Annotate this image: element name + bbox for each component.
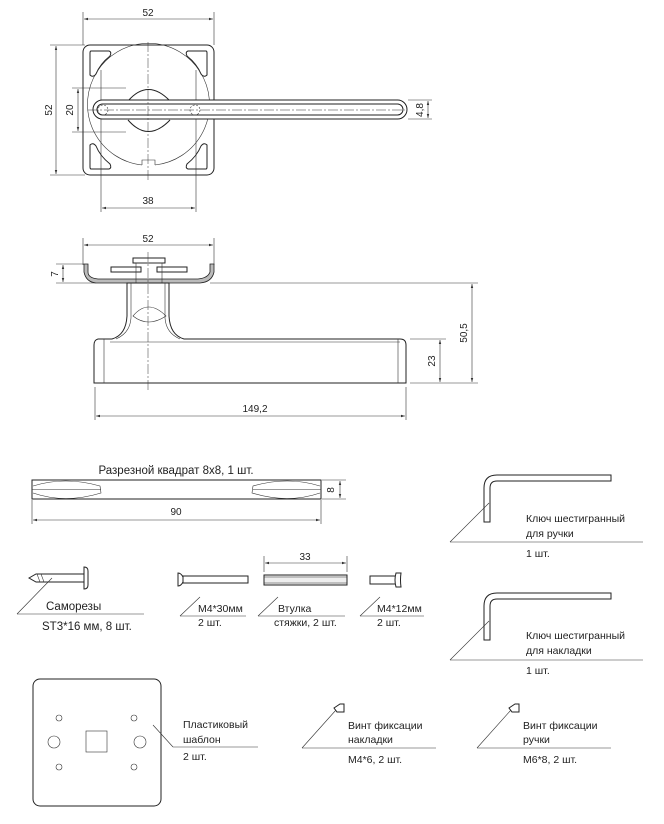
screw-head [83,566,89,590]
set-screw-handle-part: Винт фиксации ручки М6*8, 2 шт. [476,703,611,766]
lever-outline [92,99,408,120]
hex-key-handle-qty: 1 шт. [526,548,550,560]
template-part: Пластиковый шаблон 2 шт. [32,678,258,807]
spindle-cap [132,257,166,264]
dimension-thickness-label: 4,8 [415,103,426,117]
corner-cutout [89,50,112,77]
neck-detail [132,306,167,323]
leader-line [16,577,53,615]
template-line1: Пластиковый [183,719,248,731]
corner-cutout [185,143,208,170]
template-square-hole [85,730,108,753]
hex-key-handle-line1: Ключ шестигранный [526,513,625,525]
bolt-30-qty: 2 шт. [198,617,222,629]
template-hole-large [133,735,147,749]
sleeve-name: Втулка [278,603,312,615]
set-screw-handle-icon [508,703,520,713]
bolt-30-name: М4*30мм [198,603,243,615]
set-screw-rose-spec: М4*6, 2 шт. [348,754,402,766]
bolt-head [177,572,184,587]
top-view: 52 52 20 38 [44,8,432,212]
leader-line [257,596,279,617]
bolt-30-icon [182,575,249,584]
hex-key-rose-part: Ключ шестигранный для накладки 1 шт. [449,592,643,677]
dimension-sleeve-label: 33 [299,552,311,563]
leader-line [301,709,337,749]
hex-key-rose-icon [483,592,612,641]
hex-key-rose-qty: 1 шт. [526,665,550,677]
bolt-12-icon [369,575,397,585]
spindle-part: Разрезной квадрат 8х8, 1 шт. 8 90 [31,465,346,524]
bolt-12-part: М4*12мм 2 шт. [359,572,424,629]
set-screw-handle-spec: М6*8, 2 шт. [523,754,577,766]
rose-inner-slot [156,266,188,273]
bolt-12-name: М4*12мм [377,603,422,615]
bolt-30-part: М4*30мм 2 шт. [177,572,249,629]
set-screw-handle-line1: Винт фиксации [523,720,598,732]
dimension-spindle-length-label: 90 [170,507,182,518]
hex-key-rose-line2: для накладки [526,645,592,657]
hub-top [127,89,171,102]
leader-line [449,502,490,543]
rose-notch [141,159,156,165]
hex-key-handle-part: Ключ шестигранный для ручки 1 шт. [449,474,643,560]
hub-bottom [127,119,171,132]
rose-section-hatched [83,263,215,284]
screw-thread [40,573,45,583]
dimension-width-label: 52 [142,234,154,245]
hex-key-handle-icon [483,474,612,523]
screws-spec: ST3*16 мм, 8 шт. [42,621,132,633]
dimension-width-label: 52 [142,8,154,19]
rose-circle [87,43,210,166]
corner-cutout [185,50,208,77]
set-screw-rose-part: Винт фиксации накладки М4*6, 2 шт. [301,703,436,766]
sleeve-part: 33 Втулка стяжки, 2 шт. [257,552,348,629]
screws-name: Саморезы [46,601,101,613]
set-screw-rose-line2: накладки [348,734,393,746]
hex-key-rose-line1: Ключ шестигранный [526,630,625,642]
template-line2: шаблон [183,734,221,746]
bolt-12-qty: 2 шт. [377,617,401,629]
rose-inner-slot [110,266,142,273]
side-view: 52 7 50,5 23 149,2 [50,234,478,420]
template-icon [32,678,162,807]
template-hole [55,763,63,771]
set-screw-handle-line2: ручки [523,734,550,746]
dimension-base-label: 38 [142,196,154,207]
template-hole [55,714,63,722]
sleeve-spec: стяжки, 2 шт. [274,617,337,629]
dimension-length-label: 149,2 [242,404,267,415]
corner-cutout [89,143,112,170]
template-hole [130,714,138,722]
spindle-title: Разрезной квадрат 8х8, 1 шт. [98,465,253,477]
dimension-height-label: 52 [44,104,55,116]
dimension-inner-label: 20 [65,104,76,116]
dimension-total-height-label: 50,5 [459,323,470,343]
lever-inner-outline [96,103,404,116]
dimension-spindle-height-label: 8 [326,487,337,493]
leader-line [152,724,174,748]
template-qty: 2 шт. [183,751,207,763]
screws-part: Саморезы ST3*16 мм, 8 шт. [16,566,144,633]
leader-line [179,596,201,617]
dimension-rose-height-label: 7 [50,271,61,277]
set-screw-rose-icon [333,703,345,713]
screw-thread [36,573,41,583]
dimension-lever-height-label: 23 [427,355,438,367]
leader-line [359,596,381,617]
template-hole [130,763,138,771]
template-hole-large [47,735,61,749]
set-screw-rose-line1: Винт фиксации [348,720,423,732]
neck-inner-line [164,283,181,340]
leader-line [449,620,490,661]
hex-key-handle-line2: для ручки [526,528,574,540]
leader-line [476,709,512,749]
spindle-spring [251,480,321,499]
sleeve-icon [263,574,348,586]
bolt-head [394,572,402,588]
spindle-spring [32,480,102,499]
neck-inner-line [115,283,132,340]
lever-body [93,282,407,384]
